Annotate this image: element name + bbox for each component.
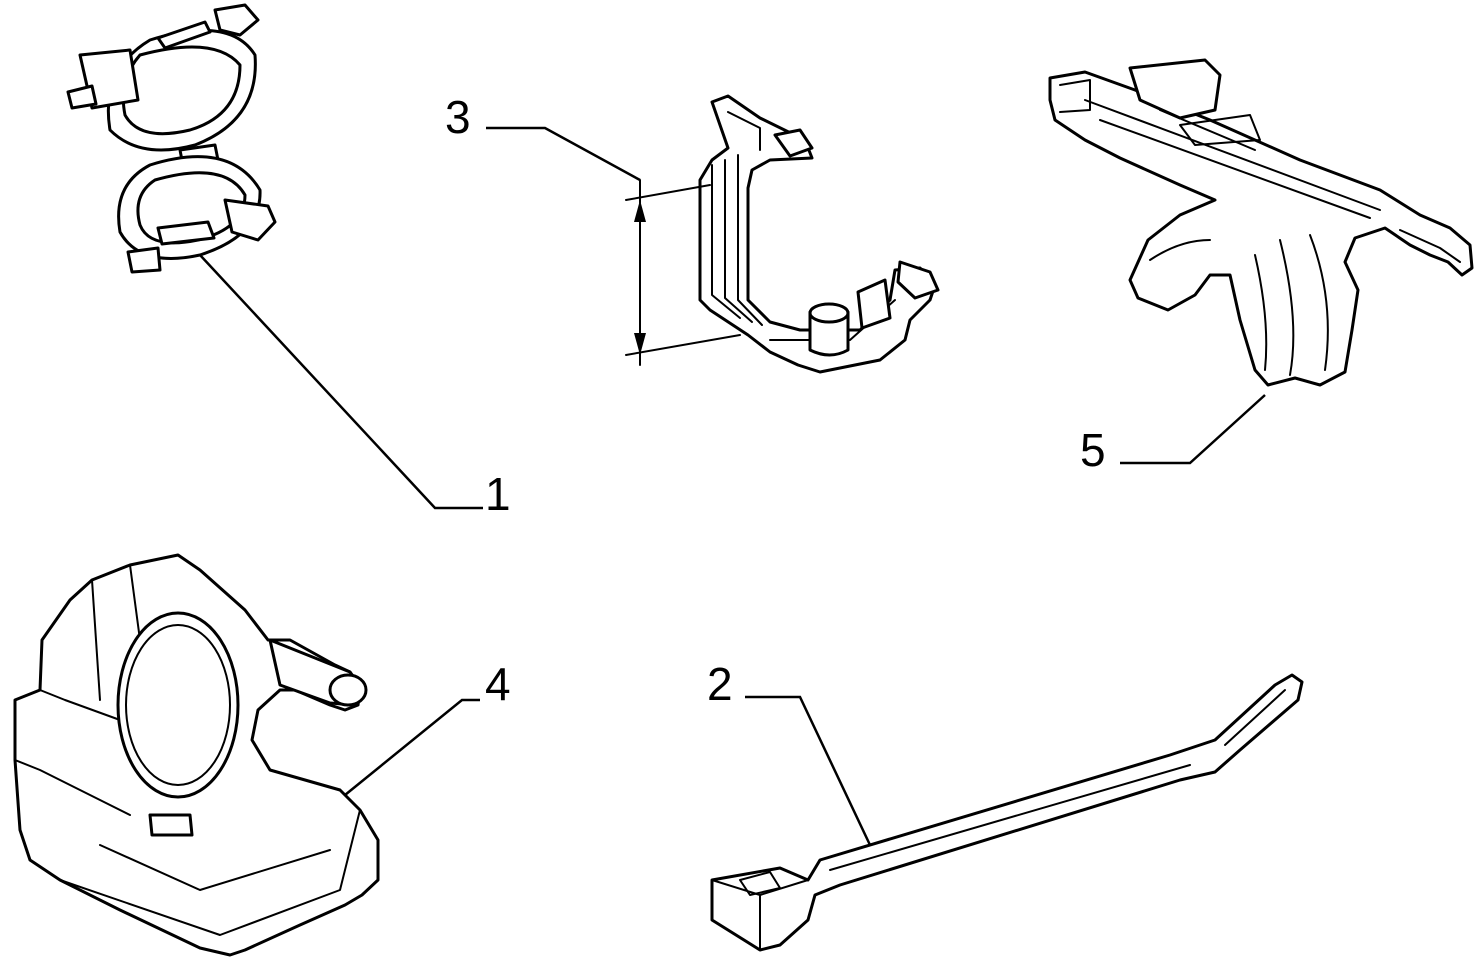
leader-4 [344, 698, 480, 796]
callout-5: 5 [1080, 424, 1106, 476]
leader-lines [199, 126, 1266, 846]
leader-2 [745, 695, 872, 846]
leader-3 [486, 126, 641, 182]
leader-1 [199, 254, 483, 510]
callout-2: 2 [707, 658, 733, 710]
part-4-pipe-holder-block [13, 553, 380, 957]
part-1-double-ring-clip [66, 3, 277, 274]
dimension-arrow [625, 179, 741, 366]
leader-5 [1120, 394, 1266, 465]
part-5-branch-harness-clip [1048, 58, 1474, 387]
callout-3: 3 [445, 91, 471, 143]
part-2-cable-tie [710, 673, 1304, 952]
callout-1: 1 [485, 468, 511, 520]
part-3-u-bracket-clip [698, 94, 940, 374]
callout-4: 4 [485, 658, 511, 710]
